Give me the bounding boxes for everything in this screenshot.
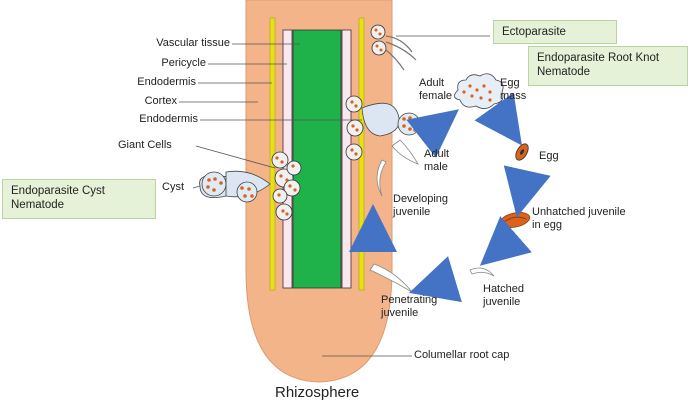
egg-mass (454, 73, 504, 109)
label-egg-mass: Egg mass (500, 77, 527, 102)
label-vascular-tissue: Vascular tissue (156, 37, 230, 49)
unhatched-juvenile-egg (499, 212, 531, 228)
label-developing-juvenile: Developing juvenile (393, 193, 449, 218)
label-adult-male: Adult male (424, 148, 450, 173)
label-rhizosphere: Rhizosphere (275, 384, 360, 401)
label-hatched-juvenile: Hatched juvenile (483, 283, 524, 308)
giant-cell-dots (275, 156, 297, 216)
label-giant-cells: Giant Cells (118, 139, 172, 151)
label-columellar-root-cap: Columellar root cap (414, 349, 510, 361)
label-unhatched-juvenile: Unhatched juvenile in egg (532, 206, 626, 231)
box-ectoparasite: Ectoparasite (493, 20, 617, 44)
box-endoparasite-root-knot: Endoparasite Root Knot Nematode (528, 46, 688, 86)
ectoparasite-dots (374, 28, 383, 52)
label-endodermis-1: Endodermis (137, 76, 196, 88)
cyst-nematode (199, 170, 271, 203)
label-cyst: Cyst (162, 181, 184, 193)
box-endoparasite-cyst: Endoparasite Cyst Nematode (2, 179, 156, 219)
label-cortex: Cortex (144, 95, 177, 107)
cyst-egg-dots (206, 177, 254, 198)
lifecycle-arrows (349, 92, 551, 303)
vascular-tissue (292, 29, 342, 289)
egg (515, 143, 529, 161)
label-leader-lines (179, 35, 490, 357)
cortex-cells-right (345, 95, 364, 161)
ectoparasite-cells (370, 24, 387, 56)
label-endodermis-2: Endodermis (139, 113, 198, 125)
label-pericycle: Pericycle (161, 57, 206, 69)
cortex-cell-dots-right (350, 100, 359, 156)
label-adult-female: Adult female (419, 77, 453, 102)
label-egg: Egg (539, 150, 559, 162)
label-penetrating-juvenile: Penetrating juvenile (381, 294, 438, 319)
adult-female-nematode (361, 102, 421, 137)
ectoparasite-worms (385, 35, 417, 71)
